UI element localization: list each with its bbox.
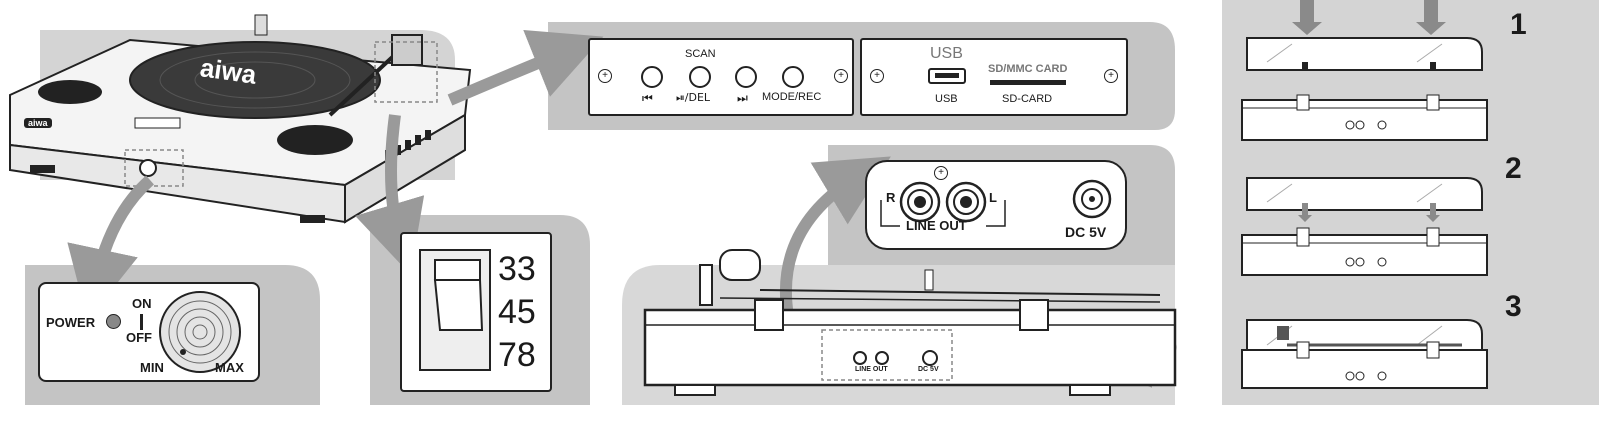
arrow-to-speed-panel — [355, 114, 425, 275]
sd-card-slot[interactable] — [990, 80, 1066, 85]
brand-badge: aiwa — [24, 118, 52, 128]
dc-5v-label: DC 5V — [1065, 224, 1107, 240]
speed-switch-graphic — [419, 249, 491, 371]
min-label: MIN — [140, 360, 164, 375]
arrow-to-front-panel — [447, 29, 604, 106]
r-channel-label: R — [886, 190, 896, 205]
small-line-out-label: LINE OUT — [855, 366, 888, 373]
ground-screw-icon: + — [934, 166, 948, 180]
mode-rec-button[interactable] — [782, 66, 804, 88]
arrow-to-power-panel — [67, 175, 155, 321]
front-controls-panel — [588, 38, 854, 116]
usb-label: USB — [935, 93, 958, 105]
volume-power-knob[interactable] — [158, 290, 243, 375]
down-arrow-icon — [1298, 203, 1312, 222]
screw-icon: + — [1104, 69, 1118, 83]
small-dc-label: DC 5V — [918, 366, 939, 373]
power-indicator-led — [106, 314, 121, 329]
front-media-panel — [860, 38, 1128, 116]
power-label: POWER — [46, 315, 96, 330]
lid-steps-graphic — [1241, 0, 1488, 389]
usb-port[interactable] — [928, 68, 966, 84]
line-out-l-jack[interactable] — [944, 180, 988, 224]
turntable-rear-view — [643, 249, 1177, 396]
speed-45-label: 45 — [498, 293, 536, 331]
screw-icon: + — [598, 69, 612, 83]
l-channel-label: L — [989, 190, 997, 205]
next-icon: ⏭ — [737, 91, 748, 105]
speed-33-label: 33 — [498, 250, 536, 288]
turntable-front-view — [9, 14, 472, 224]
down-arrow-icon — [1416, 0, 1446, 35]
on-off-indicator-line — [140, 314, 143, 330]
down-arrow-icon — [1292, 0, 1322, 35]
down-arrow-icon — [1426, 203, 1440, 222]
dc-power-jack[interactable] — [1070, 177, 1114, 221]
step-3-number: 3 — [1505, 290, 1522, 323]
on-label: ON — [132, 296, 152, 311]
speed-78-label: 78 — [498, 336, 536, 374]
max-label: MAX — [215, 360, 244, 375]
line-out-label: LINE OUT — [906, 218, 967, 233]
next-button[interactable] — [735, 66, 757, 88]
screw-icon: + — [870, 69, 884, 83]
play-del-button[interactable] — [689, 66, 711, 88]
sd-logo: SD/MMC CARD — [988, 63, 1068, 75]
sd-card-label: SD-CARD — [1002, 93, 1053, 105]
prev-icon: ⏮ — [642, 91, 653, 105]
prev-button[interactable] — [641, 66, 663, 88]
step-2-number: 2 — [1505, 152, 1522, 185]
line-out-r-jack[interactable] — [898, 180, 942, 224]
step-1-number: 1 — [1510, 8, 1527, 41]
line-out-bracket — [880, 200, 1006, 227]
screw-icon: + — [834, 69, 848, 83]
usb-logo: USB — [930, 45, 963, 62]
off-label: OFF — [126, 330, 152, 345]
play-del-label: ⏯/DEL — [676, 91, 711, 104]
scan-label: SCAN — [685, 48, 716, 60]
usb-port-slot — [935, 73, 959, 78]
mode-rec-label: MODE/REC — [762, 91, 822, 103]
